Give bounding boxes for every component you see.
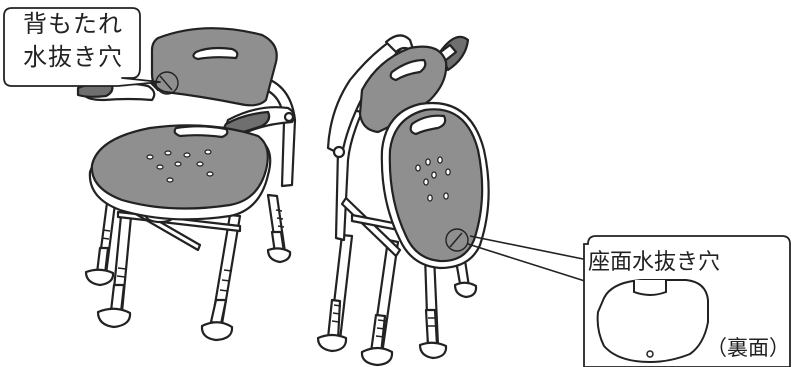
seat-pad — [92, 125, 268, 208]
chair-folded-view — [318, 35, 489, 365]
foot-tip — [268, 248, 290, 262]
backrest-callout-line2: 水抜き穴 — [23, 45, 123, 69]
seat-callout-label: 座面水抜き穴 — [588, 252, 720, 274]
backrest-callout-line1: 背もたれ — [23, 12, 123, 36]
underside-label: （裏面） — [706, 338, 790, 359]
underside-drain-hole — [647, 351, 653, 357]
